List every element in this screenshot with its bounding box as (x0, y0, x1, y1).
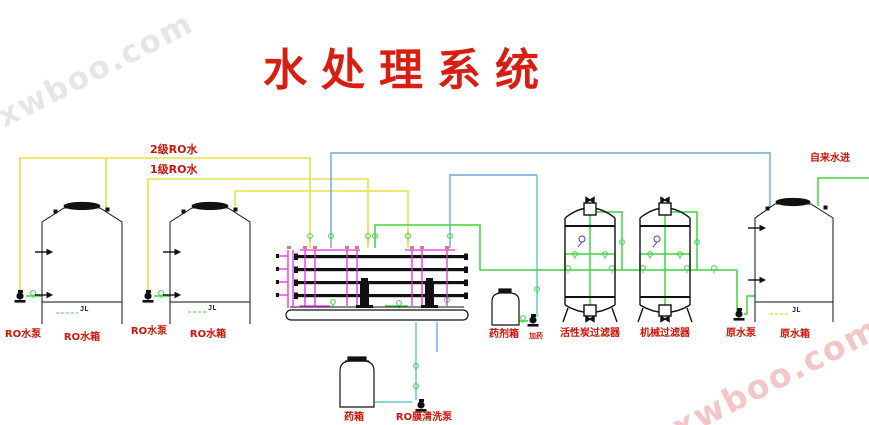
label-raw-tank: 原水箱 (780, 329, 810, 340)
label-chem-tank: 药箱 (344, 412, 364, 423)
mechanical-filter-vessel (637, 196, 693, 323)
label-ro1-line: 1级RO水 (150, 163, 198, 176)
label-ro-pump-1: RO水泵 (4, 329, 42, 340)
pipe-ro2-yellow (19, 157, 311, 294)
ro-membrane-skid (276, 246, 469, 321)
pipe-concentrate-cyan (330, 152, 771, 352)
label-ro-cleaning-pump: RO膜清洗泵 (395, 412, 453, 423)
level-mark-raw-tank: JL (792, 306, 801, 314)
ro-tank-2 (163, 201, 251, 324)
ro-tank-1 (35, 201, 123, 324)
carbon-filter-vessel (562, 196, 618, 323)
label-mechanical-filter: 机械过滤器 (640, 328, 690, 339)
cleaning-pump-icon (415, 399, 427, 412)
page-title: 水处理系统 (263, 45, 553, 96)
pipe-dosing-teal (375, 175, 538, 403)
label-ro2-line: 2级RO水 (150, 143, 198, 156)
label-tap-water-in: 自来水进 (810, 153, 850, 164)
label-dosing-tank: 药剂箱 (489, 329, 519, 340)
label-raw-pump: 原水泵 (726, 328, 756, 339)
raw-water-tank (748, 197, 834, 322)
dosing-tank (491, 288, 520, 326)
label-dosing-pump: 加药 (529, 332, 543, 340)
raw-pump-icon (733, 308, 745, 321)
label-ro-tank-1: RO水箱 (63, 332, 101, 343)
pipe-rawwater-green (26, 177, 869, 322)
label-ro-pump-2: RO水泵 (130, 326, 168, 337)
level-mark-ro-tank-2: JL (208, 304, 217, 312)
pipe-ro1-yellow (147, 178, 409, 294)
level-mark-ro-tank-1: JL (80, 305, 89, 313)
cleaning-chem-tank (339, 356, 375, 408)
ro-pump-2-icon (142, 290, 154, 303)
label-carbon-filter: 活性炭过滤器 (560, 328, 620, 339)
ro-pump-1-icon (14, 290, 26, 303)
label-ro-tank-2: RO水箱 (189, 329, 227, 340)
